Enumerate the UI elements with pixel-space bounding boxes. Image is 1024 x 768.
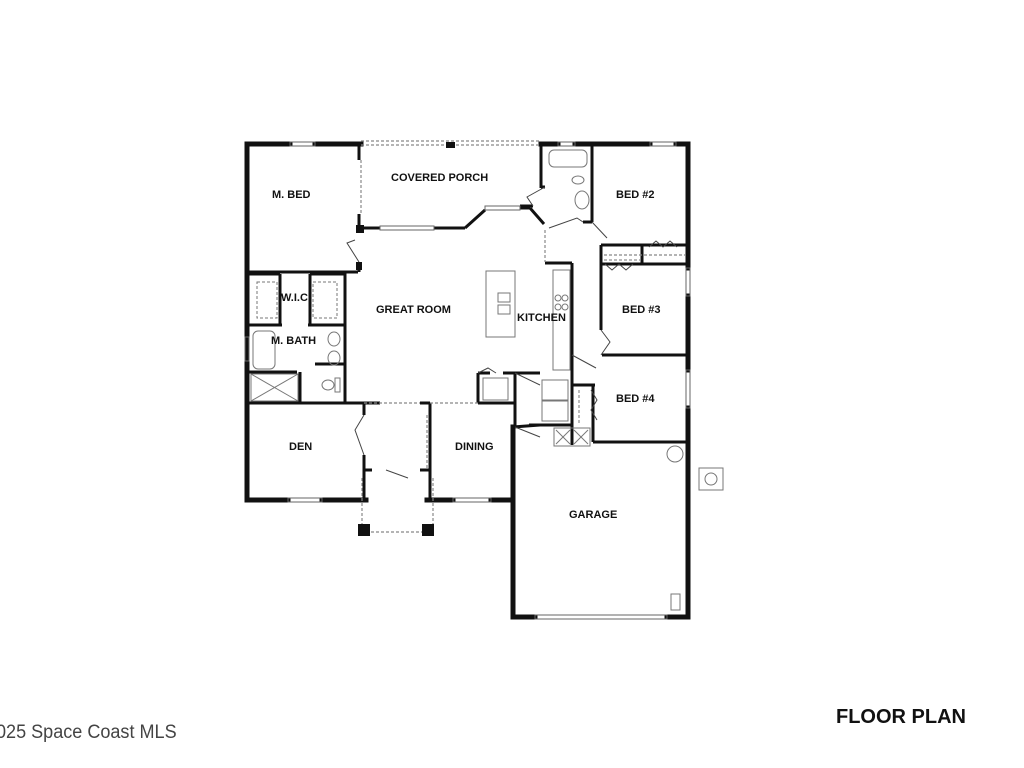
room-label-great-room: GREAT ROOM <box>376 304 451 316</box>
door-swings <box>346 186 678 479</box>
room-label-bed2: BED #2 <box>616 189 655 201</box>
room-label-bed4: BED #4 <box>616 393 655 405</box>
room-label-dining: DINING <box>455 441 494 453</box>
porch-columns <box>356 142 455 536</box>
room-label-den: DEN <box>289 441 312 453</box>
room-label-m-bed: M. BED <box>272 189 311 201</box>
room-label-m-bath: M. BATH <box>271 335 316 347</box>
copyright-watermark: 025 Space Coast MLS <box>0 722 177 743</box>
room-label-covered-porch: COVERED PORCH <box>391 172 488 184</box>
room-label-bed3: BED #3 <box>622 304 661 316</box>
plan-title: FLOOR PLAN <box>836 706 966 728</box>
exterior-walls <box>244 141 691 620</box>
room-label-wic: W.I.C <box>281 292 308 304</box>
room-label-garage: GARAGE <box>569 509 617 521</box>
interior-walls <box>247 144 688 500</box>
room-label-kitchen: KITCHEN <box>517 312 566 324</box>
solid-window-lines <box>244 141 691 620</box>
fixtures <box>250 149 724 611</box>
